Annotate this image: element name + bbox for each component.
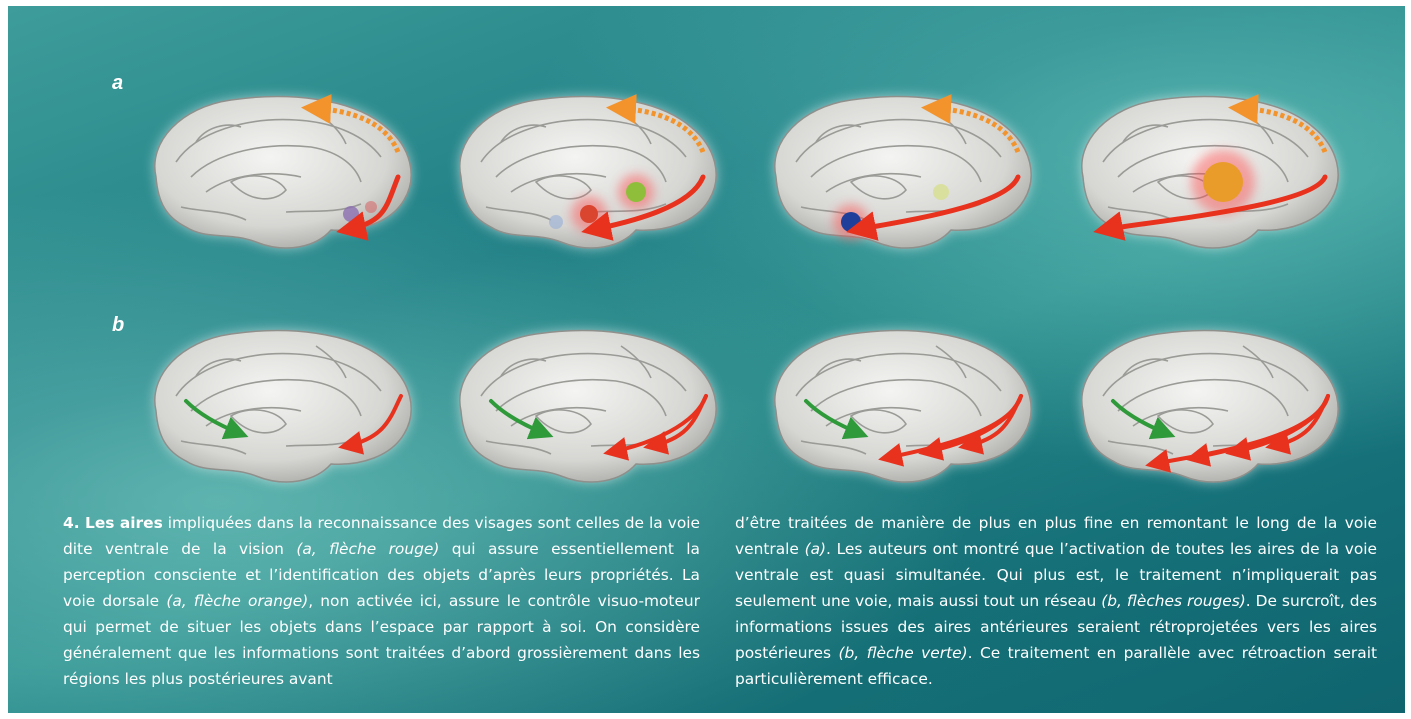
brain-panel-a-3: [756, 82, 1038, 262]
figure-illustration: a b 4. Les aires impliquées dans la reco…: [8, 6, 1405, 713]
activation-red-faint: [365, 201, 377, 213]
brain-panel-b-1: [136, 316, 418, 496]
caption-left-column: 4. Les aires impliquées dans la reconnai…: [63, 510, 700, 692]
caption-right-paragraph: d’être traitées de manière de plus en pl…: [735, 510, 1377, 692]
caption-left-paragraph: 4. Les aires impliquées dans la reconnai…: [63, 510, 700, 692]
activation-yellow-faint: [933, 184, 949, 200]
caption-emphasis: (a, flèche rouge): [296, 540, 439, 558]
activation-blue-faint: [549, 215, 563, 229]
caption-emphasis: (a, flèche orange): [166, 592, 308, 610]
caption-emphasis: (a): [805, 540, 826, 558]
brain-panel-b-3: [756, 316, 1038, 496]
row-label-a: a: [112, 72, 123, 95]
caption-emphasis: (b, flèches rouges): [1101, 592, 1246, 610]
activation-purple: [343, 206, 359, 222]
brain-panel-a-4: [1063, 82, 1345, 262]
brain-panel-b-2: [441, 316, 723, 496]
activation-green: [626, 182, 646, 202]
activation-orange: [1203, 162, 1243, 202]
activation-red: [580, 205, 598, 223]
brain-panel-b-4: [1063, 316, 1345, 496]
brain-panel-a-1: [136, 82, 418, 262]
brain-panel-a-2: [441, 82, 723, 262]
caption-emphasis: (b, flèche verte): [838, 644, 967, 662]
caption-lead: 4. Les aires: [63, 514, 163, 532]
caption-right-column: d’être traitées de manière de plus en pl…: [735, 510, 1377, 692]
row-label-b: b: [112, 314, 124, 337]
